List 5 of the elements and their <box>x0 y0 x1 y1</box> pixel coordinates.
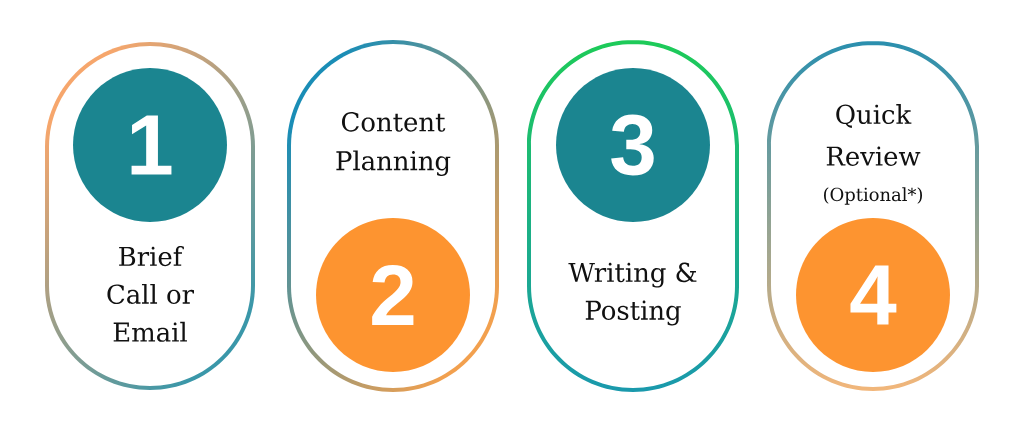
node-label: Brief Call or Email <box>107 246 195 342</box>
node-label: Writing & Posting <box>568 262 697 326</box>
node-label: Content Planning <box>336 112 451 176</box>
node-label: Quick Review <box>826 104 921 166</box>
node-label: (Optional*) <box>824 187 923 205</box>
